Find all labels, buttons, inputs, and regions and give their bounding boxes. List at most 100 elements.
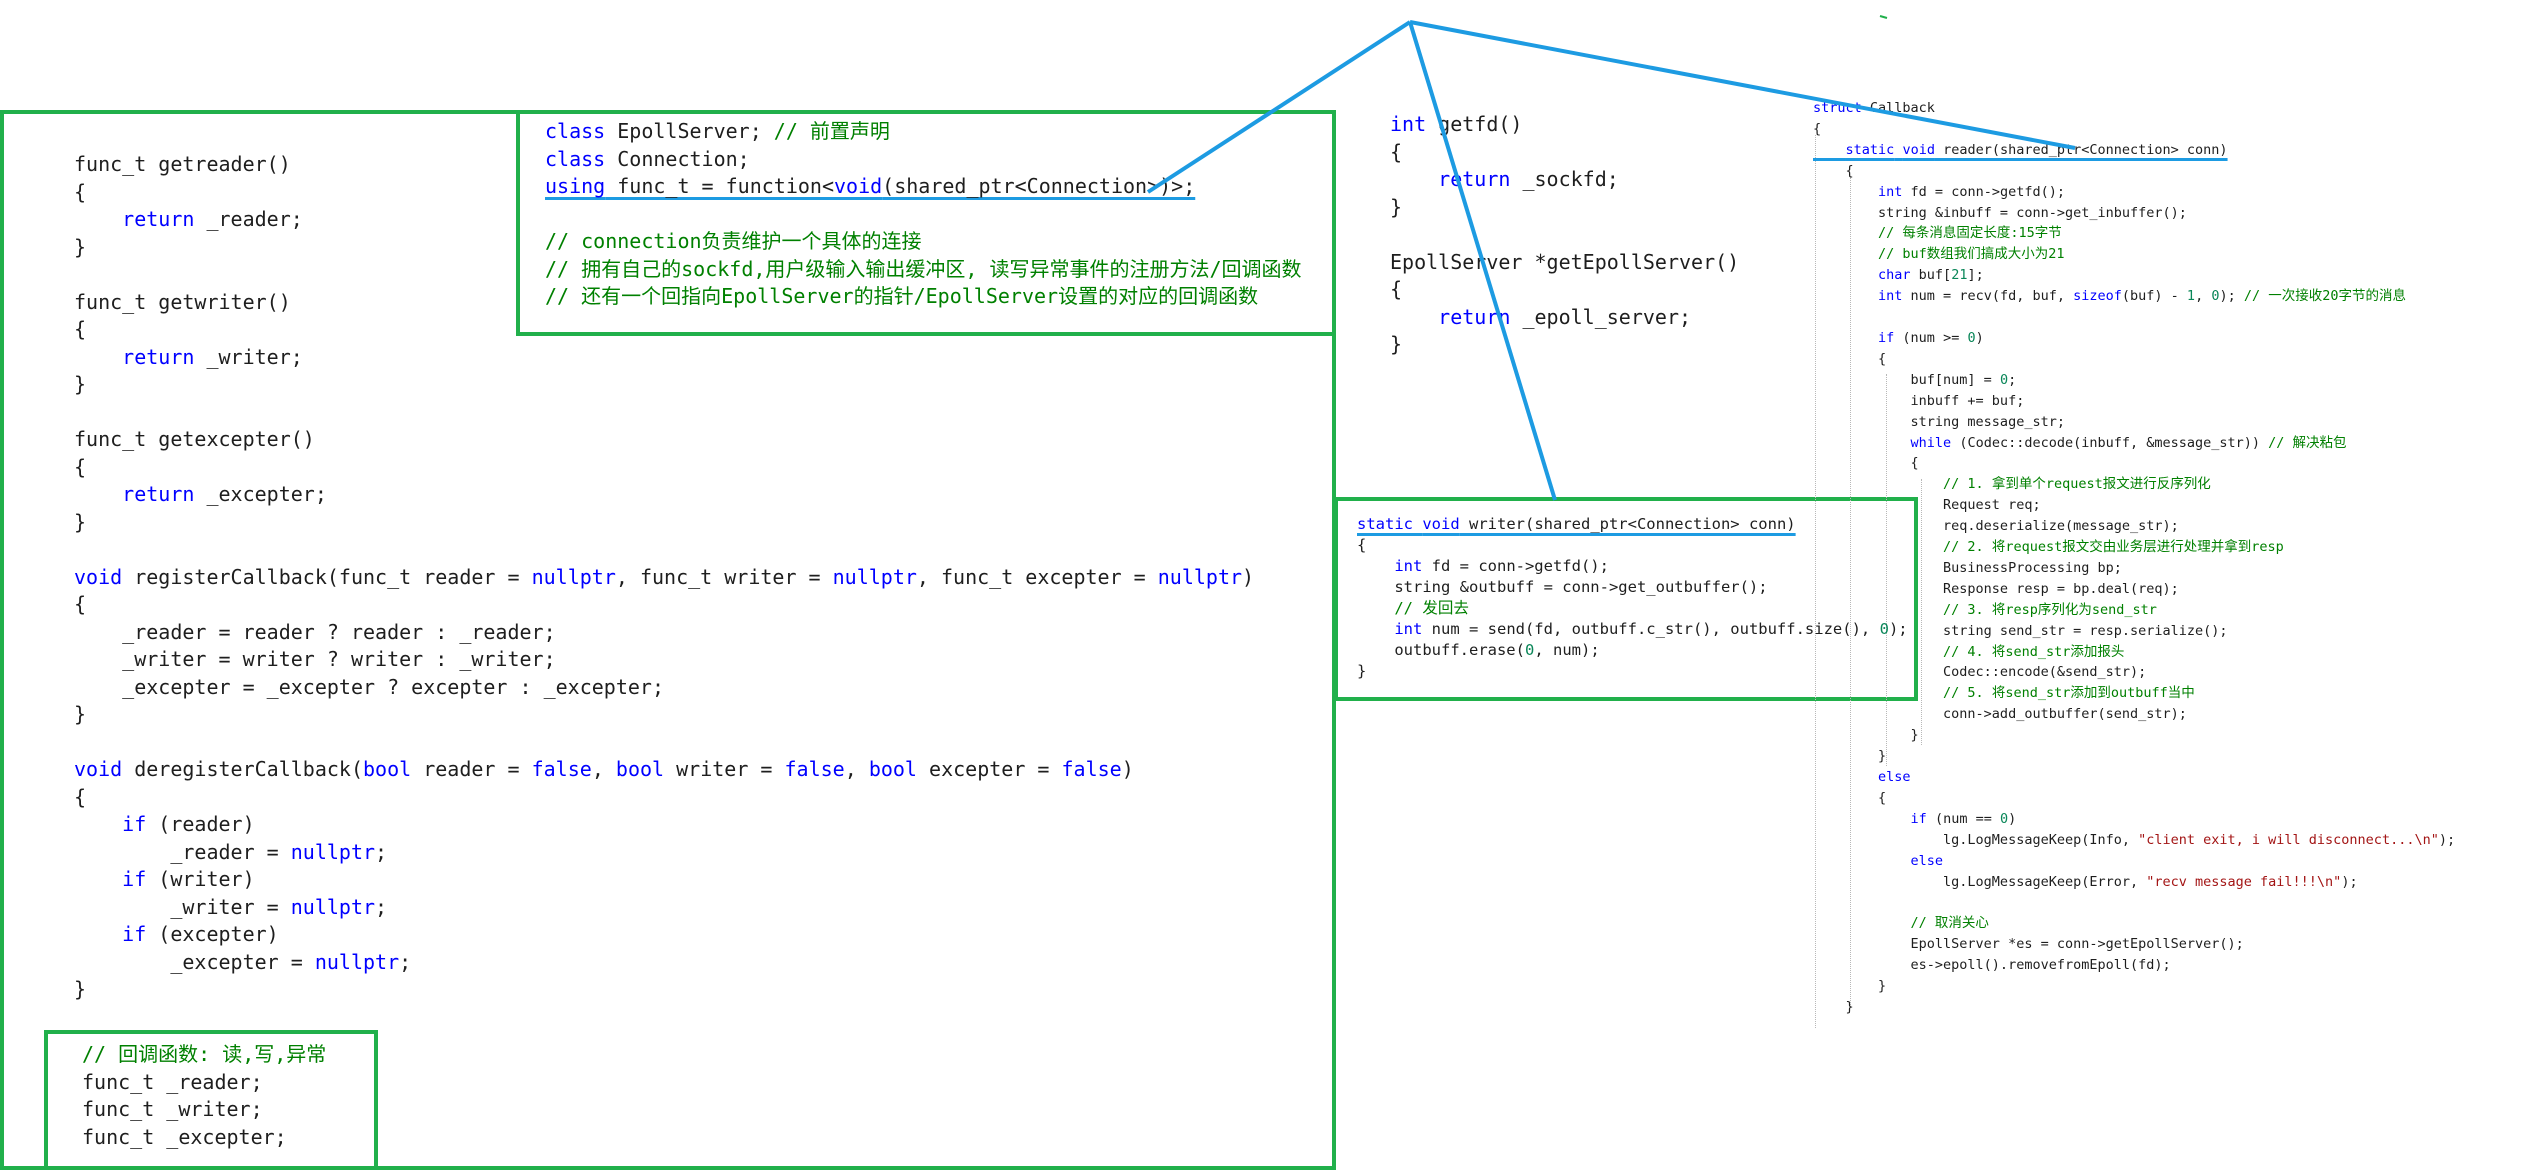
code-token: string &inbuff = conn->get_inbuffer(); [1813, 204, 2187, 221]
code-token: // 3. 将resp序列化为send_str [1943, 601, 2157, 618]
code-token: excepter = [916, 757, 1062, 781]
code-token: nullptr [832, 564, 917, 589]
code-line: { [1390, 276, 1739, 304]
code-token: int [1878, 183, 1903, 200]
reader-callback-code: struct Callback{ static void reader(shar… [1813, 98, 2455, 1018]
code-token: bool [868, 757, 917, 781]
code-token: if [122, 867, 147, 891]
code-line: { [74, 454, 1254, 482]
writer-callback-code: static void writer(shared_ptr<Connection… [1357, 514, 1908, 682]
code-line: // 拥有自己的sockfd,用户级输入输出缓冲区, 读写异常事件的注册方法/回… [545, 256, 1302, 284]
code-token: // 1. 拿到单个request报文进行反序列化 [1943, 476, 2211, 493]
code-token: EpollServer; [605, 119, 774, 143]
code-line: } [74, 234, 1254, 262]
code-line: if (num == 0) [1813, 809, 2455, 830]
code-line: { [1813, 349, 2455, 370]
code-token: else [1878, 769, 1911, 785]
code-line: _reader = reader ? reader : _reader; [74, 619, 1254, 647]
code-line: // 还有一个回指向EpollServer的指针/EpollServer设置的对… [545, 283, 1302, 311]
code-token: // 每条消息固定长度:15字节 [1878, 225, 2062, 242]
code-token: buf[ [1910, 267, 1952, 284]
connector-line-to-writer [1408, 21, 1557, 501]
code-line: // connection负责维护一个具体的连接 [545, 228, 1302, 256]
code-token: else [1910, 852, 1944, 869]
code-token: func_t _reader; [82, 1069, 263, 1094]
code-token: , func_t excepter = [916, 564, 1158, 589]
code-line: void deregisterCallback(bool reader = fa… [74, 756, 1254, 784]
code-token: ); [2438, 831, 2456, 848]
code-line: } [1813, 746, 2455, 767]
code-line: _reader = nullptr; [74, 839, 1254, 867]
code-token: writer = [664, 757, 785, 781]
code-line: func_t getexcepter() [74, 426, 1254, 454]
code-token: 0 [1879, 620, 1889, 638]
code-token: void [74, 757, 123, 781]
code-token: if [122, 812, 147, 836]
code-line: if (writer) [74, 866, 1254, 894]
code-token: deregisterCallback( [122, 757, 363, 781]
code-token: int [1394, 620, 1423, 638]
code-token: // connection负责维护一个具体的连接 [545, 229, 922, 253]
code-line: char buf[21]; [1813, 265, 2455, 286]
code-token: { [1813, 789, 1887, 806]
code-line: { [1813, 161, 2455, 182]
writer-callback-box [1334, 497, 1918, 701]
code-line: return _reader; [74, 206, 1254, 234]
getfd-getepollserver-code: int getfd(){ return _sockfd;}​EpollServe… [1390, 111, 1739, 359]
code-token: , num); [1534, 641, 1600, 659]
code-token: static [1357, 515, 1413, 533]
code-token: nullptr [531, 564, 616, 589]
code-token: ) [1975, 329, 1984, 346]
code-token: , [2195, 288, 2212, 305]
code-line: EpollServer *es = conn->getEpollServer()… [1813, 934, 2455, 955]
code-line: } [1813, 976, 2455, 997]
code-token: // 回调函数: 读,写,异常 [82, 1042, 327, 1066]
code-line: static void writer(shared_ptr<Connection… [1357, 514, 1908, 535]
code-token: } [1813, 978, 1887, 995]
connector-line-to-using [1146, 20, 1412, 194]
code-line: Codec::encode(&send_str); [1813, 662, 2455, 683]
code-line: // 1. 拿到单个request报文进行反序列化 [1813, 474, 2455, 495]
code-line: } [74, 976, 1254, 1004]
code-token: , func_t writer = [615, 564, 833, 589]
code-token: // 还有一个回指向EpollServer的指针/EpollServer设置的对… [545, 284, 1259, 308]
code-token: ) [1121, 757, 1134, 781]
code-token: if [1878, 329, 1895, 346]
code-line: using func_t = function<void(shared_ptr<… [545, 173, 1302, 201]
code-token: ); [2219, 288, 2244, 305]
code-token: { [74, 179, 87, 204]
code-token: ; [375, 894, 388, 919]
code-line: Response resp = bp.deal(req); [1813, 579, 2455, 600]
code-token: (excepter) [146, 922, 279, 946]
code-line: lg.LogMessageKeep(Error, "recv message f… [1813, 872, 2455, 893]
code-token: _reader; [194, 207, 303, 231]
code-token: { [74, 454, 87, 479]
code-token: static [1845, 141, 1895, 158]
code-line: // 每条消息固定长度:15字节 [1813, 223, 2455, 244]
code-line: func_t _excepter; [82, 1124, 326, 1152]
code-line: else [1813, 767, 2455, 788]
code-token: } [1813, 727, 1919, 744]
code-line: { [1390, 139, 1739, 167]
code-token: // 解决粘包 [2268, 434, 2347, 451]
code-token: return [1438, 167, 1511, 191]
code-line: } [1813, 725, 2455, 746]
code-line: { [1357, 535, 1908, 556]
code-token: buf[num] = [1813, 371, 2000, 388]
code-token: { [1357, 536, 1367, 554]
code-line: _writer = nullptr; [74, 894, 1254, 922]
code-token: func_t _writer; [82, 1097, 263, 1121]
code-token: _reader = reader ? reader : _reader; [74, 619, 556, 644]
code-token: _epoll_server; [1510, 304, 1692, 329]
code-token: es->epoll().removefromEpoll(fd); [1813, 957, 2171, 974]
code-line: return _writer; [74, 344, 1254, 372]
code-token: { [1813, 350, 1887, 367]
code-line: req.deserialize(message_str); [1813, 516, 2455, 537]
code-token: ) [1242, 564, 1255, 589]
code-line: lg.LogMessageKeep(Info, "client exit, i … [1813, 830, 2455, 851]
code-token: getfd() [1426, 112, 1523, 136]
code-token: (Codec::decode(inbuff, &message_str)) [1951, 434, 2269, 451]
code-line: BusinessProcessing bp; [1813, 558, 2455, 579]
connector-end-mark [1879, 15, 1888, 19]
code-token: void [1902, 141, 1935, 158]
